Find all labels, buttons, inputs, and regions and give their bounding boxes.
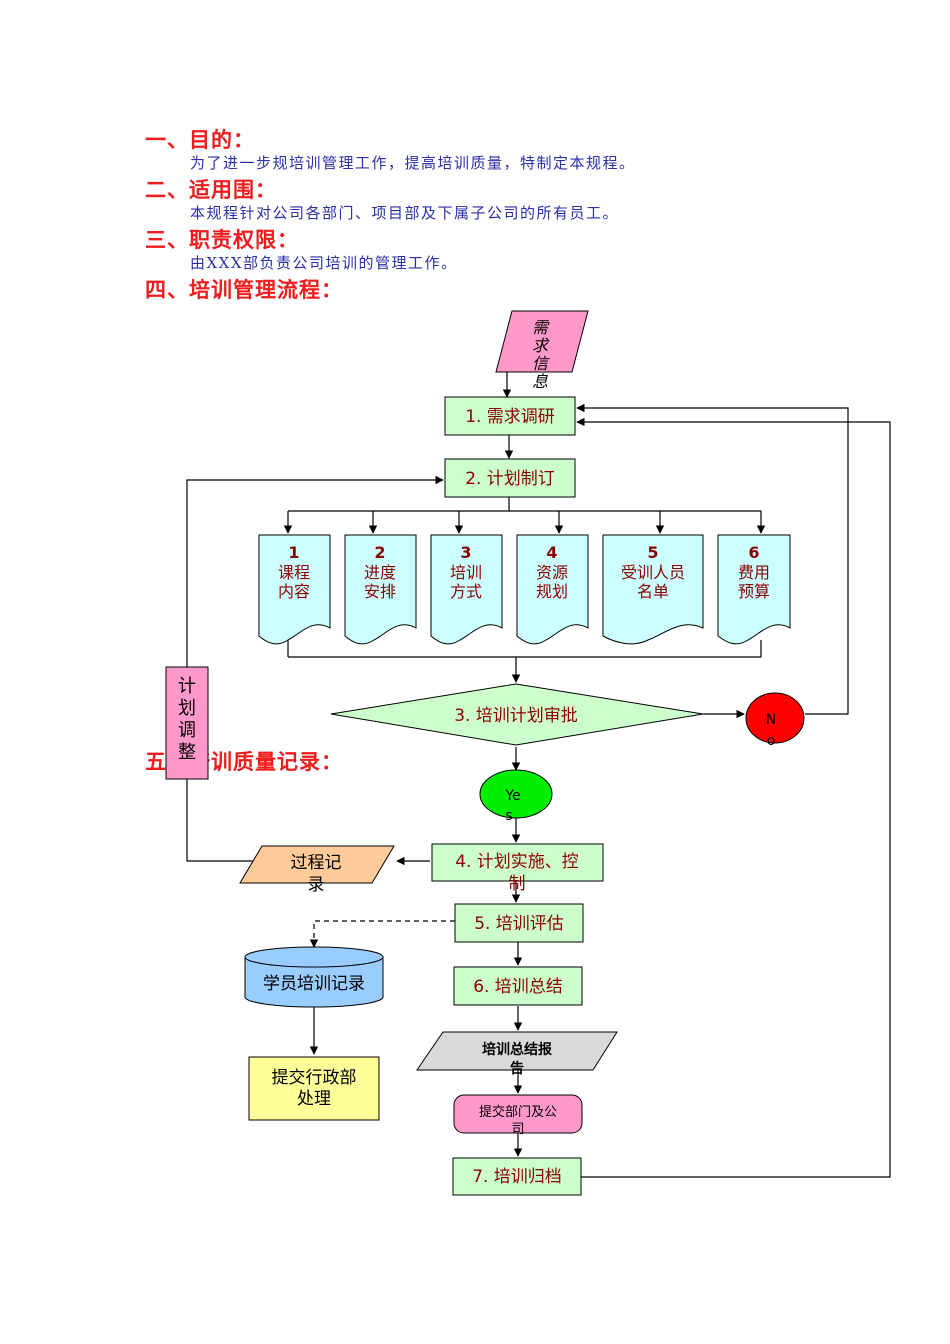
demand-info-char: 求 [532, 336, 550, 355]
step2-label: 2. 计划制订 [465, 469, 555, 489]
yes-circle: Ye s [479, 769, 553, 824]
plan-adjust-char: 计 [178, 676, 196, 697]
connectors [186, 372, 891, 1178]
summary-report-shape: 培训总结报 告 [416, 1031, 618, 1077]
plan-doc-line: 资源 [536, 563, 568, 582]
admin-submit-label: 提交行政部 [272, 1068, 357, 1088]
step7-box: 7. 培训归档 [452, 1157, 582, 1196]
step2-box: 2. 计划制订 [444, 458, 576, 498]
plan-doc-number: 3 [460, 543, 471, 562]
step4-box: 4. 计划实施、控 制 [431, 843, 604, 894]
step3-decision: 3. 培训计划审批 [330, 683, 704, 746]
plan-adjust-char: 划 [178, 698, 196, 719]
plan-doc-6: 6 费用 预算 [717, 534, 791, 645]
admin-submit-label: 处理 [297, 1089, 331, 1109]
student-record-database: 学员培训记录 [244, 946, 384, 1008]
submit-company-shape: 提交部门及公 司 [453, 1094, 583, 1137]
dashed-connector [309, 920, 455, 948]
step6-label: 6. 培训总结 [473, 977, 563, 997]
yes-label: s [505, 808, 512, 824]
plan-doc-line: 规划 [536, 582, 568, 601]
plan-doc-number: 4 [546, 543, 557, 562]
plan-doc-line: 培训 [450, 563, 482, 582]
plan-doc-line: 进度 [364, 563, 396, 582]
plan-adjust-char: 整 [178, 742, 196, 763]
no-label: o [767, 733, 776, 749]
step5-label: 5. 培训评估 [474, 914, 564, 934]
submit-company-label: 司 [511, 1122, 524, 1137]
plan-doc-line: 费用 [738, 563, 770, 582]
step4-label: 制 [509, 874, 526, 894]
section-heading-purpose: 一、目的： [145, 127, 255, 152]
summary-report-label: 告 [510, 1060, 524, 1077]
plan-doc-line: 名单 [637, 582, 669, 601]
no-circle: N o [745, 692, 805, 749]
demand-info-char: 息 [532, 372, 548, 391]
student-record-label: 学员培训记录 [263, 974, 365, 994]
plan-adjust-char: 调 [178, 720, 196, 741]
step6-box: 6. 培训总结 [453, 966, 583, 1006]
section-heading-process: 四、培训管理流程： [145, 277, 343, 302]
plan-adjust-box: 计 划 调 整 [165, 666, 209, 780]
plan-doc-line: 内容 [278, 582, 310, 601]
plan-doc-number: 1 [288, 543, 299, 562]
plan-doc-2: 2 进度 安排 [344, 534, 417, 645]
plan-doc-3: 3 培训 方式 [430, 534, 503, 645]
demand-info-char: 需 [532, 318, 550, 337]
section-body-scope: 本规程针对公司各部门、项目部及下属子公司的所有员工。 [190, 204, 620, 222]
plan-doc-number: 2 [374, 543, 385, 562]
section-heading-scope: 二、适用围： [145, 177, 277, 202]
yes-label: Ye [504, 788, 520, 804]
step7-label: 7. 培训归档 [472, 1167, 562, 1187]
section-heading-responsibility: 三、职责权限： [145, 227, 299, 252]
process-record-shape: 过程记 录 [239, 845, 395, 895]
process-record-label: 录 [308, 875, 325, 895]
submit-company-label: 提交部门及公 [479, 1104, 557, 1120]
demand-info-char: 信 [532, 354, 550, 373]
admin-submit-box: 提交行政部 处理 [248, 1056, 380, 1121]
plan-doc-line: 课程 [278, 563, 310, 582]
step5-box: 5. 培训评估 [454, 903, 584, 943]
plan-doc-1: 1 课程 内容 [258, 534, 331, 645]
plan-doc-line: 受训人员 [621, 563, 685, 582]
plan-doc-line: 方式 [450, 582, 482, 601]
step1-box: 1. 需求调研 [444, 396, 576, 436]
process-record-label: 过程记 [291, 853, 342, 873]
step3-label: 3. 培训计划审批 [454, 706, 578, 726]
no-label: N [766, 712, 776, 728]
step4-label: 4. 计划实施、控 [455, 852, 579, 872]
demand-info-shape: 需 求 信 息 [495, 310, 589, 391]
plan-doc-4: 4 资源 规划 [516, 534, 589, 645]
plan-doc-line: 预算 [738, 582, 770, 601]
plan-doc-line: 安排 [364, 582, 396, 601]
summary-report-label: 培训总结报 [482, 1041, 552, 1058]
plan-doc-number: 6 [748, 543, 759, 562]
section-body-purpose: 为了进一步规培训管理工作，提高培训质量，特制定本规程。 [190, 154, 636, 172]
section-body-responsibility: 由XXX部负责公司培训的管理工作。 [190, 254, 458, 272]
plan-doc-5: 5 受训人员 名单 [602, 534, 704, 645]
step1-label: 1. 需求调研 [465, 407, 555, 427]
plan-doc-number: 5 [647, 543, 658, 562]
